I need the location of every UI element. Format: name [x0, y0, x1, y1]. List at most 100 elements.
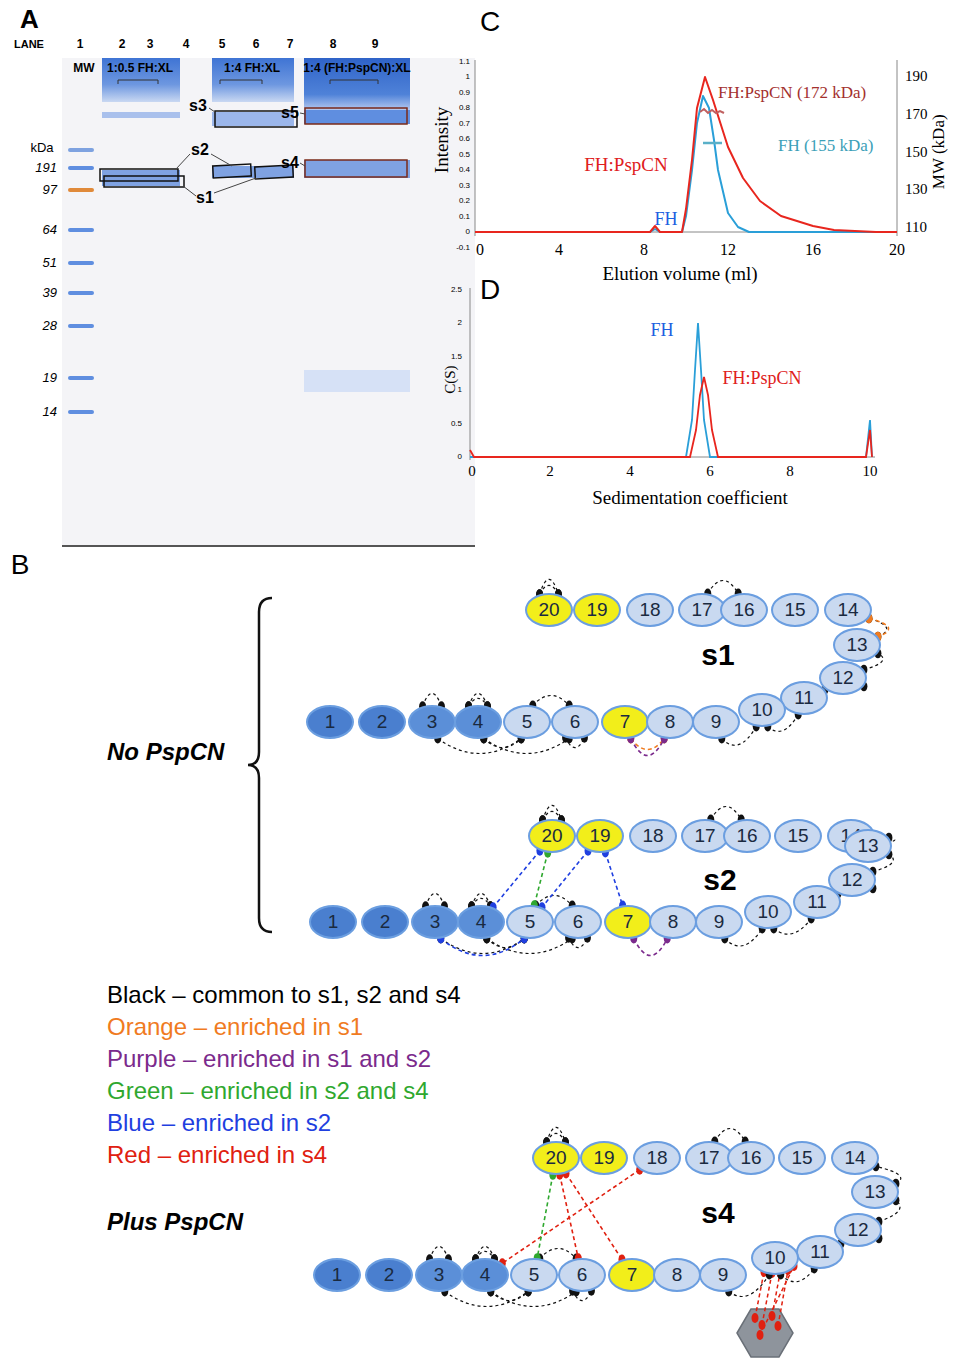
domain-oval: 18: [626, 593, 674, 627]
label-text: 6: [706, 463, 714, 480]
group-bracket: [248, 598, 272, 932]
domain-number: 17: [694, 825, 715, 847]
domain-number: 15: [791, 1147, 812, 1169]
label-text: 7: [287, 38, 294, 52]
label-text: s4: [701, 1196, 734, 1231]
domain-number: 5: [522, 711, 533, 733]
crosslink-loop: [491, 1292, 528, 1301]
domain-number: 18: [639, 599, 660, 621]
domain-number: 19: [586, 599, 607, 621]
domain-number: 3: [430, 911, 441, 933]
domain-number: 7: [627, 1264, 638, 1286]
domain-number: 5: [529, 1264, 540, 1286]
label-text: Elution volume (ml): [602, 263, 757, 285]
domain-number: 17: [691, 599, 712, 621]
domain-number: 6: [570, 711, 581, 733]
crosslink-loop: [711, 806, 741, 819]
domain-number: 13: [864, 1181, 885, 1203]
domain-number: 16: [733, 599, 754, 621]
label-text: 2: [546, 463, 554, 480]
domain-number: 17: [698, 1147, 719, 1169]
domain-number: 4: [476, 911, 487, 933]
label-text: -0.1: [456, 243, 470, 252]
label-text: C: [480, 6, 500, 38]
label-text: 1.1: [459, 57, 470, 66]
domain-oval: 9: [692, 705, 740, 739]
domain-number: 2: [377, 711, 388, 733]
label-text: 51: [43, 256, 57, 271]
domain-number: 11: [807, 891, 827, 913]
legend-entry: Red – enriched in s4: [107, 1141, 327, 1169]
domain-oval: 3: [415, 1258, 463, 1292]
domain-oval: 18: [629, 819, 677, 853]
label-text: 12: [720, 241, 736, 259]
label-text: 1:4 (FH:PspCN):XL: [303, 62, 410, 76]
label-text: Intensity: [431, 107, 453, 174]
domain-oval: 5: [506, 905, 554, 939]
label-text: 1:0.5 FH:XL: [107, 62, 173, 76]
domain-oval: 15: [778, 1141, 826, 1175]
legend-text: Orange – enriched in s1: [107, 1013, 363, 1040]
domain-number: 18: [646, 1147, 667, 1169]
label-text: MW (kDa): [928, 115, 948, 190]
label-text: 0: [466, 227, 470, 236]
domain-number: 12: [841, 869, 862, 891]
label-text: 0.6: [459, 134, 470, 143]
legend-entry: Blue – enriched in s2: [107, 1109, 331, 1137]
domain-oval: 1: [306, 705, 354, 739]
label-text: 28: [43, 319, 57, 334]
label-text: FH: [650, 320, 673, 341]
domain-number: 2: [380, 911, 391, 933]
label-text: 2.5: [451, 285, 462, 294]
domain-number: 13: [846, 634, 867, 656]
domain-oval: 19: [580, 1141, 628, 1175]
domain-oval: 14: [831, 1141, 879, 1175]
label-text: 8: [330, 38, 337, 52]
label-text: D: [480, 274, 500, 306]
domain-number: 3: [434, 1264, 445, 1286]
legend-text: Black – common to s1, s2 and s4: [107, 981, 461, 1008]
label-text: 97: [43, 183, 57, 198]
crosslink-edge: [534, 853, 547, 906]
label-text: C(S): [441, 366, 458, 394]
domain-number: 12: [832, 667, 853, 689]
domain-oval: 13: [851, 1175, 899, 1209]
crosslink-edge: [502, 1170, 639, 1263]
label-text: 64: [43, 223, 57, 238]
chart-c-axes: [475, 60, 897, 236]
pspcn-crosslinks: [755, 1266, 794, 1335]
label-text: 4: [555, 241, 563, 259]
domain-number: 20: [541, 825, 562, 847]
legend-entry: Green – enriched in s2 and s4: [107, 1077, 429, 1105]
domain-oval: 8: [653, 1258, 701, 1292]
domain-number: 8: [672, 1264, 683, 1286]
domain-number: 16: [736, 825, 757, 847]
label-text: Sedimentation coefficient: [592, 487, 787, 509]
domain-oval: 17: [685, 1141, 733, 1175]
domain-number: 10: [757, 901, 778, 923]
crosslink-loop: [540, 1248, 576, 1258]
label-text: s2: [191, 141, 209, 159]
label-text: MW: [73, 62, 94, 76]
domain-oval: 3: [408, 705, 456, 739]
domain-oval: 16: [720, 593, 768, 627]
domain-oval: 20: [525, 593, 573, 627]
label-text: s1: [701, 638, 734, 673]
domain-number: 5: [525, 911, 536, 933]
crosslink-loop: [487, 939, 572, 954]
crosslink-edge: [493, 851, 540, 908]
crosslink-loop: [715, 1128, 745, 1141]
domain-number: 12: [847, 1219, 868, 1241]
domain-oval: 11: [796, 1235, 844, 1269]
domain-number: 4: [473, 711, 484, 733]
domain-number: 14: [837, 599, 858, 621]
domain-number: 10: [764, 1247, 785, 1269]
domain-number: 14: [844, 1147, 865, 1169]
crosslink-loop: [484, 739, 521, 748]
label-text: 0.5: [459, 150, 470, 159]
legend-entry: Purple – enriched in s1 and s2: [107, 1045, 431, 1073]
domain-oval: 11: [780, 681, 828, 715]
domain-oval: 1: [309, 905, 357, 939]
label-text: 14: [43, 405, 57, 420]
domain-number: 1: [328, 911, 339, 933]
